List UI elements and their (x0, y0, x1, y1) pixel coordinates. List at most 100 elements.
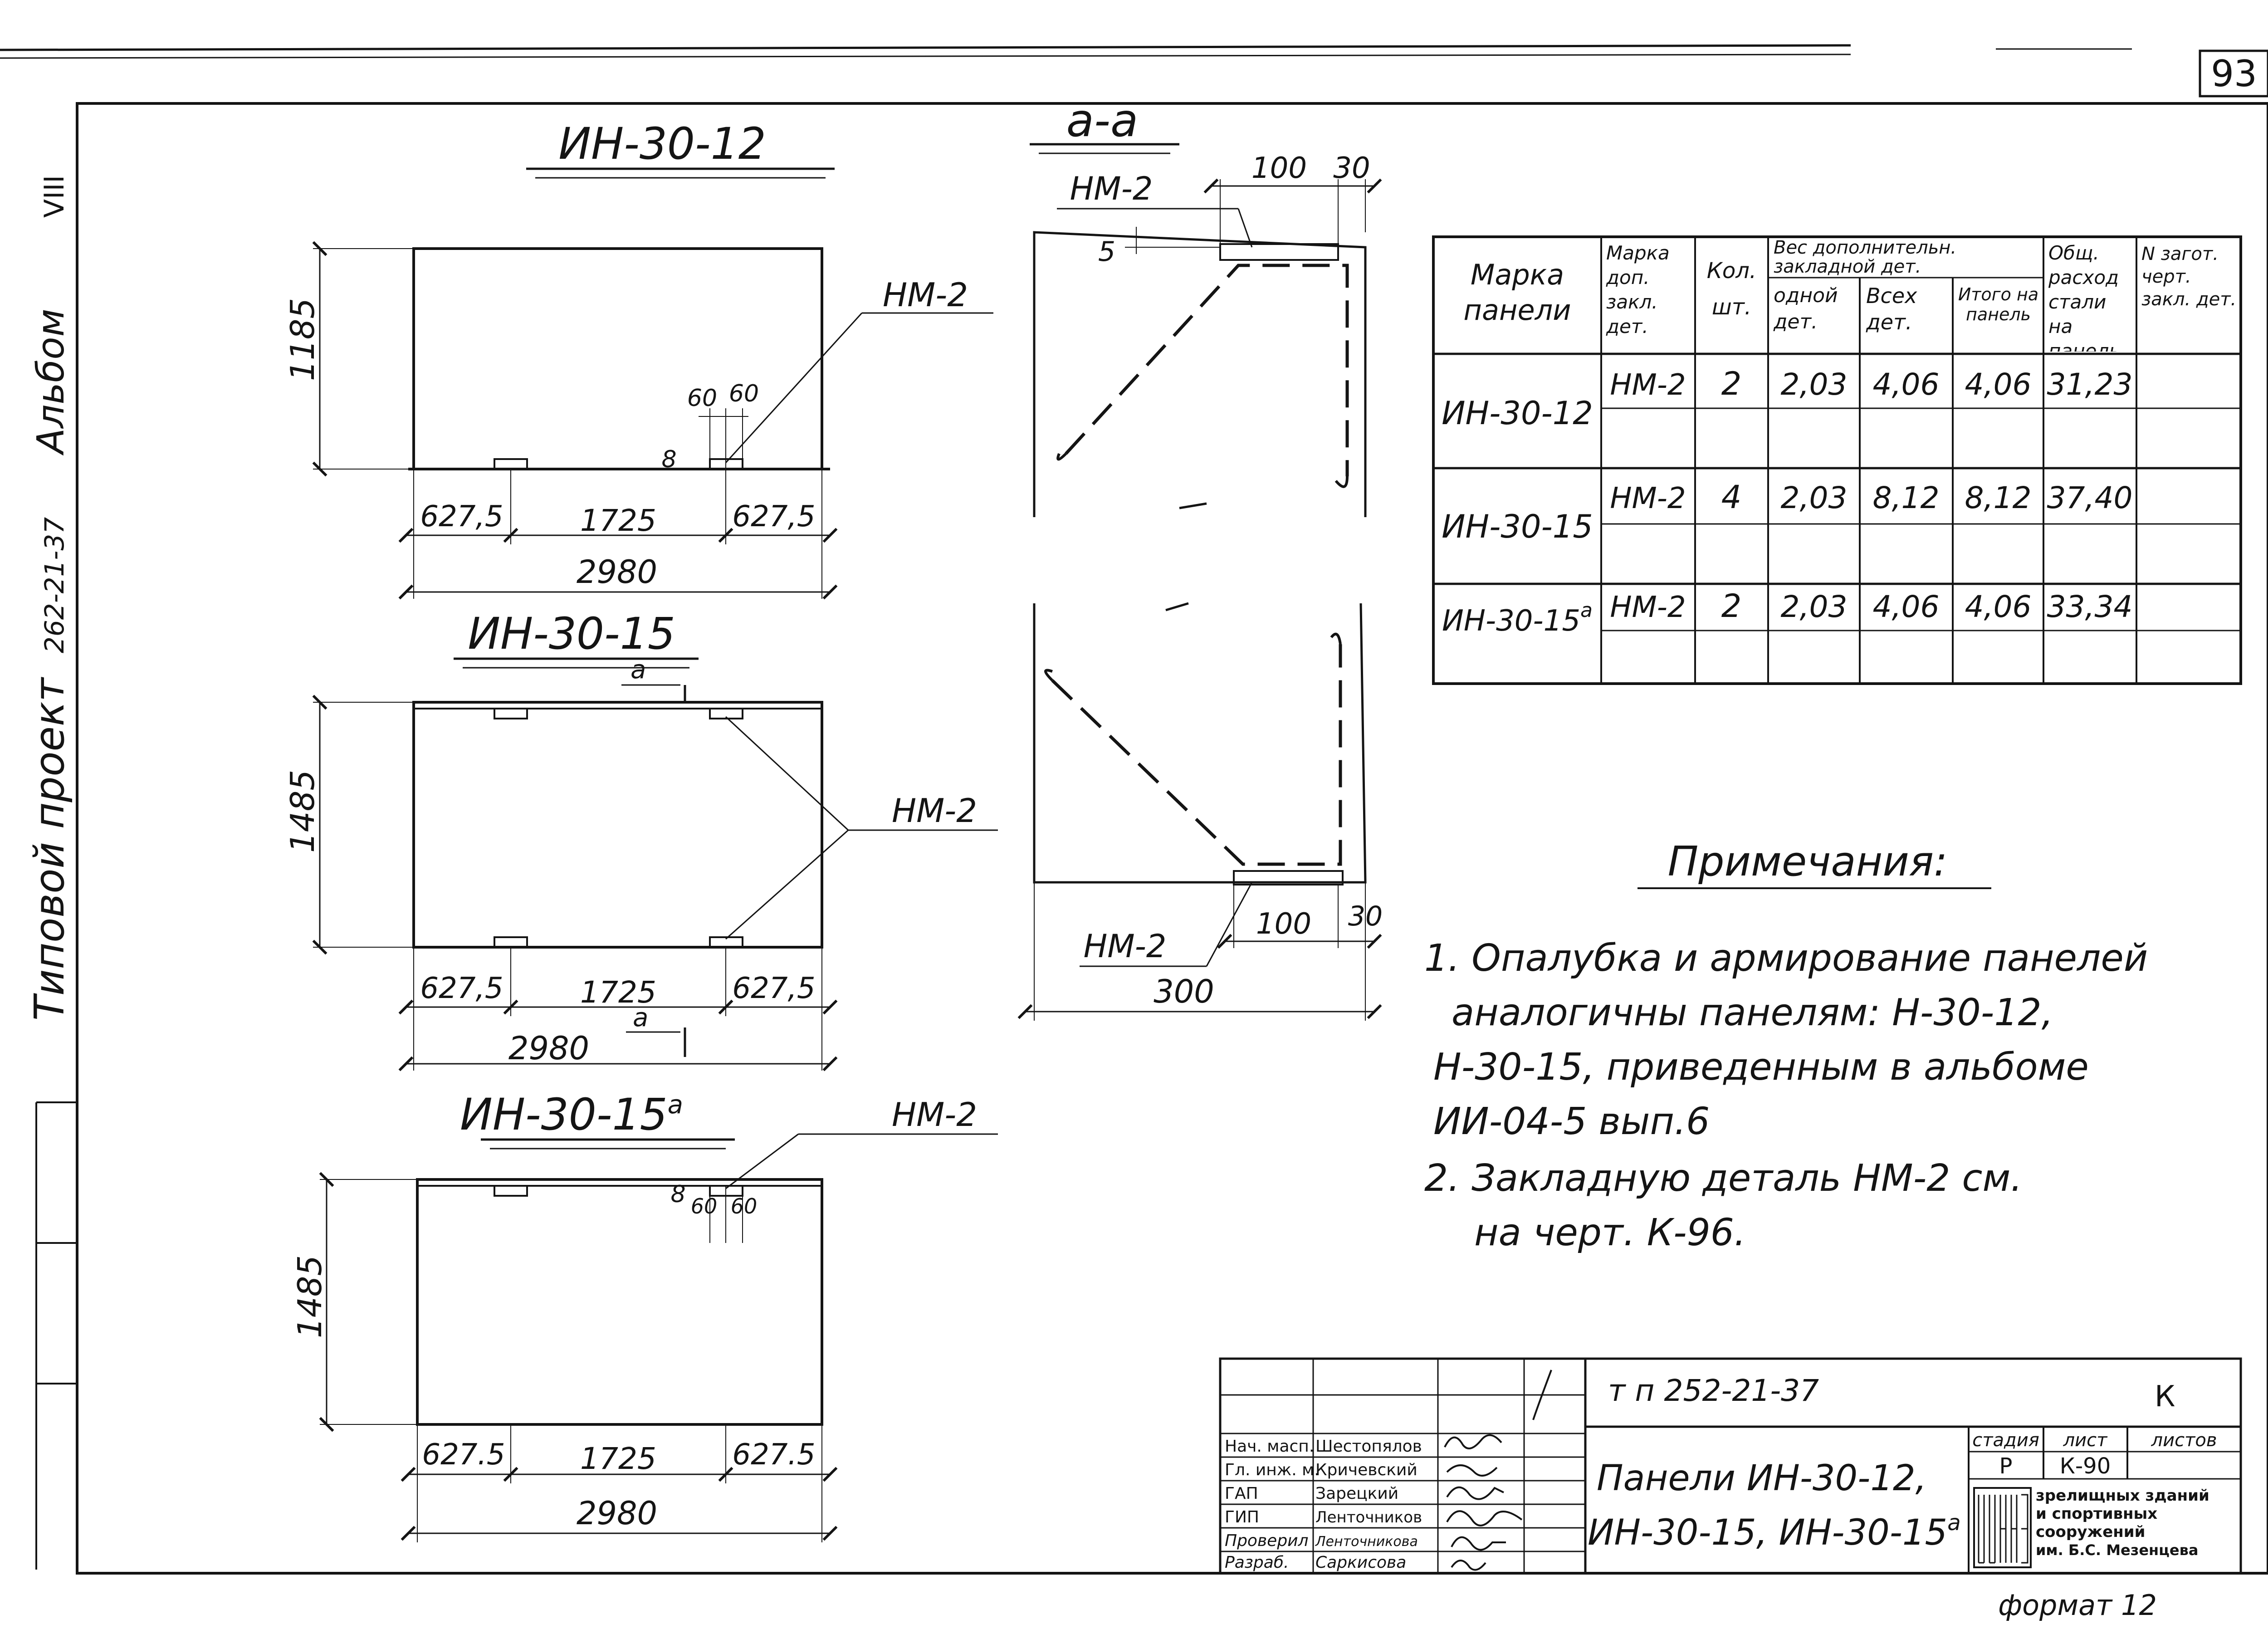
panel-1-height: 1185 (284, 298, 322, 381)
panel-3-gap-a: 60 (691, 1194, 718, 1218)
panel-2-nm-label: НМ-2 (892, 792, 977, 830)
stamp-sheet-h: лист (2063, 1430, 2108, 1451)
table-header-steel: Общ. расход стали на панель (2048, 242, 2121, 352)
notes-title: Примечания: (1668, 838, 1948, 885)
table-header-dop: Марка доп. закл. дет. (1606, 242, 1670, 338)
stamp-role-4: ГИП (1225, 1508, 1259, 1526)
panel-2-right-dim: 627,5 (732, 972, 815, 1005)
stamp-name-2: Кричевский (1315, 1461, 1418, 1479)
stamp-title-1: Панели ИН-30-12, (1597, 1458, 1926, 1499)
row-1-all: 4,06 (1873, 367, 1940, 402)
stamp-code: т п 252-21-37 (1608, 1373, 1819, 1408)
panel-1-mid-dim: 1725 (580, 503, 656, 538)
stamp-role-2: Гл. инж. м. (1225, 1461, 1320, 1479)
row-2-mark: ИН-30-15 (1442, 508, 1593, 545)
section-top-dim-c: 5 (1098, 236, 1115, 268)
panel-3-right-dim: 627.5 (732, 1438, 815, 1472)
panel-3-nm-label: НМ-2 (892, 1096, 977, 1134)
row-3-mark: ИН-30-15а (1442, 599, 1593, 638)
row-3-one: 2,03 (1781, 589, 1848, 624)
panel-3-gap-b: 60 (731, 1194, 758, 1218)
signatures (1444, 1370, 1552, 1571)
panel-2-cut-top: а (631, 655, 646, 685)
top-rule-2 (0, 54, 1851, 59)
panel-1-gap-b: 60 (729, 380, 759, 407)
table-header-weight: Вес дополнительн. закладной дет. (1774, 238, 1957, 277)
album-label: Альбом (29, 309, 73, 456)
panel-2-total-dim: 2980 (508, 1030, 589, 1067)
section-title: а-а (1066, 94, 1139, 147)
note-line-1: 1. Опалубка и армирование панелей (1424, 937, 2148, 980)
stamp-role-5: Проверил (1225, 1531, 1309, 1550)
stamp-role-1: Нач. масп. (1225, 1437, 1314, 1456)
section-bottom-plate (1233, 870, 1344, 885)
table-header-one: одной дет. (1774, 284, 1838, 333)
steel-table: Марка панели Марка доп. закл. дет. Кол. … (1432, 235, 2242, 685)
section-top-plate (1219, 243, 1339, 261)
panel-3-offset: 8 (670, 1181, 685, 1208)
note-line-6: на черт. К-96. (1474, 1211, 1746, 1254)
org-logo (1973, 1487, 2032, 1568)
table-header-all: Всех дет. (1866, 284, 1917, 334)
note-line-4: ИИ-04-5 вып.6 (1433, 1100, 1710, 1143)
stamp-letter: К (2155, 1380, 2175, 1414)
panel-1-outline (412, 247, 823, 470)
panel-2-mid-dim: 1725 (580, 975, 656, 1010)
row-1-dop: НМ-2 (1610, 368, 1686, 402)
panel-1-plate-left (494, 458, 528, 470)
section-bot-dim-a: 100 (1256, 907, 1311, 941)
stamp-name-1: Шестопялов (1315, 1437, 1422, 1456)
stamp-name-3: Зарецкий (1315, 1484, 1398, 1503)
side-strip (35, 1101, 77, 1570)
section-top-dim-a: 100 (1251, 152, 1307, 185)
table-header-mark: Марка панели (1463, 258, 1571, 327)
row-3-all: 4,06 (1873, 589, 1940, 624)
stamp-name-6: Саркисова (1315, 1553, 1406, 1572)
album-number: VIII (39, 175, 70, 218)
panel-1-total-dim: 2980 (577, 553, 657, 591)
row-3-dop: НМ-2 (1610, 591, 1686, 624)
panel-1-gap-a: 60 (687, 385, 717, 412)
section-bot-nm: НМ-2 (1084, 928, 1167, 965)
row-2-dop: НМ-2 (1610, 482, 1686, 515)
row-1-total: 4,06 (1965, 367, 2032, 402)
note-line-2: аналогичны панелям: Н-30-12, (1452, 991, 2053, 1034)
sheet-frame (76, 102, 2268, 1575)
panel-1-offset: 8 (661, 446, 676, 473)
table-header-qty: Кол. шт. (1706, 258, 1757, 320)
row-1-steel: 31,23 (2047, 367, 2133, 402)
stamp-name-5: Ленточникова (1315, 1534, 1418, 1550)
panel-2-outline (412, 701, 823, 949)
row-1-qty: 2 (1721, 365, 1742, 402)
row-3-steel: 33,34 (2047, 589, 2133, 624)
panel-1-title: ИН-30-12 (558, 118, 766, 169)
panel-3-height: 1485 (291, 1255, 329, 1338)
row-2-one: 2,03 (1781, 480, 1848, 515)
stamp-org-3: сооружений (2036, 1523, 2145, 1541)
panel-2-title: ИН-30-15 (468, 608, 675, 659)
stamp-org-4: им. Б.С. Мезенцева (2036, 1541, 2198, 1559)
row-1-mark: ИН-30-12 (1442, 395, 1593, 432)
panel-1-nm-label: НМ-2 (883, 276, 968, 314)
panel-2-left-dim: 627,5 (420, 972, 503, 1005)
panel-in-30-12: ИН-30-12 1185 627,5 1725 627,5 2980 60 6… (284, 118, 993, 600)
panel-in-30-15a: ИН-30-15а 1485 8 60 60 627.5 1725 627.5 … (291, 1089, 998, 1542)
stamp-org-2: и спортивных (2036, 1505, 2157, 1523)
panel-2-cut-bottom: а (633, 1003, 648, 1032)
section-top-nm: НМ-2 (1070, 170, 1153, 207)
row-2-steel: 37,40 (2047, 480, 2133, 515)
page-number: 93 (2211, 53, 2257, 95)
panel-3-total-dim: 2980 (577, 1495, 657, 1532)
panel-3-outline (416, 1178, 823, 1426)
top-rule (0, 44, 1851, 51)
title-block: Нач. масп. Шестопялов Гл. инж. м. Кричев… (1219, 1357, 2242, 1575)
project-label: Типовой проект (26, 677, 73, 1021)
section-top-dim-b: 30 (1333, 152, 1370, 185)
row-3-qty: 2 (1721, 587, 1742, 625)
row-2-all: 8,12 (1873, 480, 1940, 515)
stamp-sheet: К-90 (2060, 1453, 2111, 1479)
stamp-role-6: Разраб. (1225, 1553, 1289, 1572)
stamp-role-3: ГАП (1225, 1484, 1258, 1503)
row-2-total: 8,12 (1965, 480, 2032, 515)
